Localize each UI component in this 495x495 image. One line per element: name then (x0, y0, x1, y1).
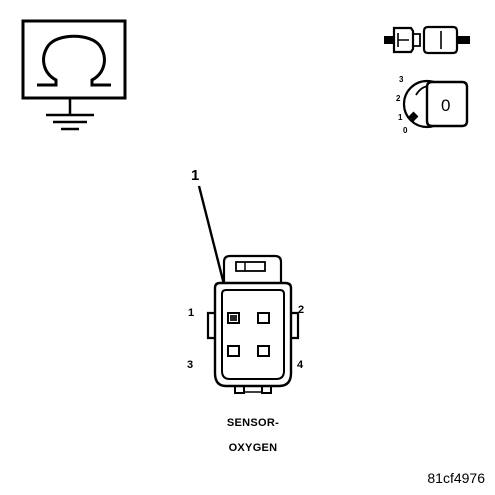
ignition-key-position-icon: 3 2 1 0 0 (396, 75, 469, 135)
key-position-1: 1 (398, 113, 403, 122)
pin-cavity-2 (257, 312, 270, 324)
pin-cavity-3 (227, 345, 240, 357)
key-position-value: 0 (441, 96, 450, 115)
connector-caption-line1: SENSOR- (227, 417, 279, 429)
oxygen-sensor-connector (206, 254, 300, 394)
ohmmeter-ground-icon (21, 19, 127, 131)
pin-label-2: 2 (298, 304, 304, 316)
pin-cavity-1 (227, 312, 240, 324)
key-position-0: 0 (403, 126, 408, 135)
pin-cavity-4 (257, 345, 270, 357)
connector-disconnected-icon (384, 25, 470, 55)
connector-caption-line2: OXYGEN (229, 442, 278, 454)
figure-id: 81cf4976 (427, 470, 485, 486)
key-position-3: 3 (399, 75, 404, 84)
key-position-2: 2 (396, 94, 401, 103)
pin-label-3: 3 (187, 359, 193, 371)
callout-number: 1 (191, 167, 199, 184)
pin-label-1: 1 (188, 307, 194, 319)
pin-label-4: 4 (297, 359, 304, 371)
